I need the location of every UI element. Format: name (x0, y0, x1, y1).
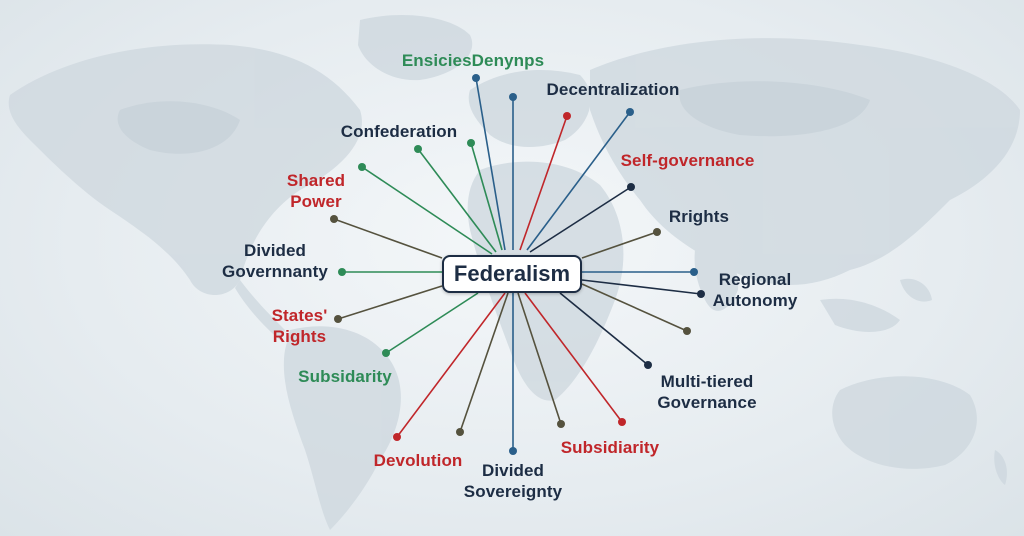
connector-dot (626, 108, 634, 116)
term-label: Confederation (340, 122, 458, 141)
connector-line (417, 148, 497, 253)
connector-dot (358, 163, 366, 171)
connector-dot (414, 145, 422, 153)
connector-line (529, 186, 632, 253)
connector-line (470, 142, 503, 251)
connector-dot (456, 428, 464, 436)
term-label: Multi-tiered Governance (657, 372, 757, 412)
term-label: Regional Autonomy (712, 270, 798, 310)
connector-line (581, 231, 658, 259)
connector-dot (690, 268, 698, 276)
term-label: Subsidiarity (560, 438, 660, 457)
connector-line (333, 218, 443, 259)
connector-line (385, 292, 479, 354)
connector-line (581, 279, 702, 295)
connector-dot (563, 112, 571, 120)
connector-dot (472, 74, 480, 82)
connector-dot (627, 183, 635, 191)
term-label: Shared Power (286, 171, 346, 211)
connector-line (517, 292, 562, 425)
connector-line (519, 115, 568, 251)
connector-dot (334, 315, 342, 323)
connector-dot (393, 433, 401, 441)
connector-line (337, 285, 443, 320)
connector-line (361, 166, 493, 255)
term-label: States' Rights (271, 306, 328, 346)
term-label: Divided Sovereignty (463, 461, 563, 501)
connector-dot (697, 290, 705, 298)
connector-dot (509, 93, 517, 101)
connector-line (581, 283, 688, 332)
connector-line (396, 292, 506, 438)
connector-line (524, 292, 623, 423)
connector-dot (618, 418, 626, 426)
connector-line (559, 292, 649, 366)
connector-dot (382, 349, 390, 357)
central-node: Federalism (442, 255, 582, 293)
connector-dot (509, 447, 517, 455)
term-label: Divided Governnanty (222, 241, 328, 281)
connector-line (459, 292, 509, 433)
connector-line (475, 77, 506, 251)
term-label: Decentralization (546, 80, 680, 99)
connector-dot (644, 361, 652, 369)
connector-dot (338, 268, 346, 276)
connector-dot (557, 420, 565, 428)
term-label: Self-governance (620, 151, 755, 170)
term-label: Rrights (668, 207, 730, 226)
connector-line (526, 111, 631, 251)
connector-dot (467, 139, 475, 147)
connector-dot (683, 327, 691, 335)
central-node-label: Federalism (453, 261, 571, 286)
term-label: Devolution (373, 451, 463, 470)
term-label: EnsiciesDenynps (401, 51, 545, 70)
connector-dot (330, 215, 338, 223)
term-label: Subsidarity (298, 367, 392, 386)
connector-dot (653, 228, 661, 236)
